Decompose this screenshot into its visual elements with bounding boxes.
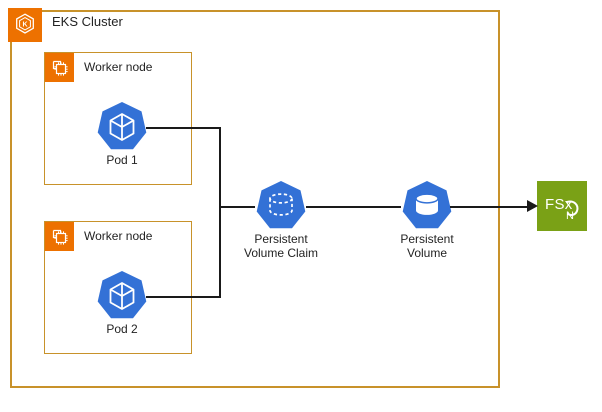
arrowhead-to-fsx-icon bbox=[527, 200, 538, 212]
connector-trunk-to-pvc bbox=[219, 206, 255, 208]
connector-pv-to-fsx bbox=[450, 206, 529, 208]
connector-pod1-to-trunk bbox=[146, 127, 221, 129]
pv-label-line1: Persistent bbox=[400, 232, 454, 246]
pvc-label-line2: Volume Claim bbox=[243, 246, 319, 260]
svg-text:K: K bbox=[22, 22, 27, 29]
worker-node-1-title: Worker node bbox=[84, 60, 153, 74]
connector-pvc-to-pv bbox=[306, 206, 401, 208]
worker-node-1-container bbox=[44, 52, 192, 185]
pv-label: Persistent Volume bbox=[381, 232, 473, 260]
pv-label-line2: Volume bbox=[406, 246, 448, 260]
worker-node-1-icon bbox=[45, 53, 74, 82]
worker-node-2-container bbox=[44, 221, 192, 354]
pvc-label-line1: Persistent bbox=[254, 232, 308, 246]
kubernetes-pv-icon bbox=[399, 178, 455, 234]
eks-cluster-icon: K bbox=[8, 8, 42, 42]
worker-node-2-icon bbox=[45, 222, 74, 251]
eks-cluster-container bbox=[10, 10, 500, 388]
connector-vertical-trunk bbox=[219, 127, 221, 298]
svg-text:N: N bbox=[566, 210, 574, 222]
aws-fsx-netapp-ontap-icon: FSx N bbox=[537, 181, 587, 231]
worker-node-2-title: Worker node bbox=[84, 229, 153, 243]
kubernetes-pod-2-icon bbox=[94, 268, 150, 324]
pod-2-label: Pod 2 bbox=[106, 322, 138, 336]
pod-1-label: Pod 1 bbox=[106, 153, 138, 167]
kubernetes-pvc-icon bbox=[253, 178, 309, 234]
kubernetes-pod-1-icon bbox=[94, 99, 150, 155]
eks-cluster-title: EKS Cluster bbox=[52, 14, 123, 29]
svg-text:FSx: FSx bbox=[545, 196, 573, 213]
pvc-label: Persistent Volume Claim bbox=[231, 232, 331, 260]
connector-pod2-to-trunk bbox=[146, 296, 221, 298]
